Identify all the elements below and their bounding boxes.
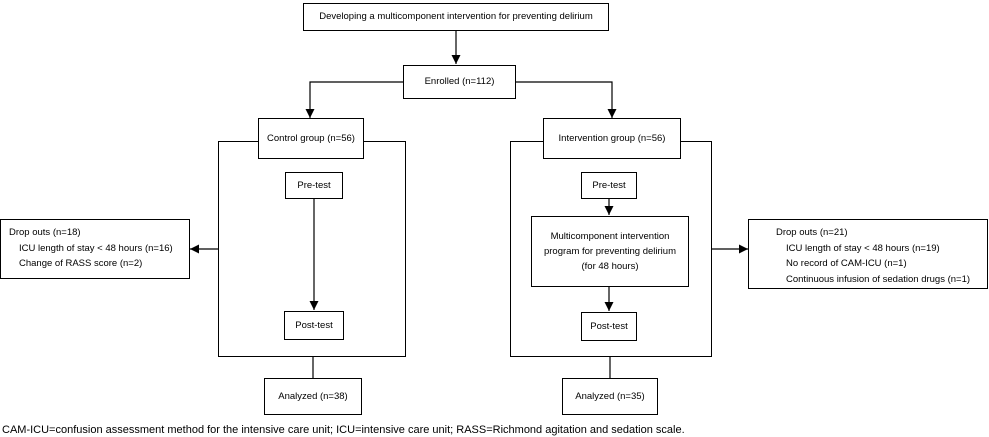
control-analyzed-text: Analyzed (n=38) xyxy=(278,390,348,402)
control-posttest-box: Post-test xyxy=(284,311,344,340)
control-dropout-item: Change of RASS score (n=2) xyxy=(19,258,143,269)
intervention-dropouts-title: Drop outs (n=21) xyxy=(776,227,848,238)
abbreviation-footnote: CAM-ICU=confusion assessment method for … xyxy=(2,424,685,436)
program-line-3: (for 48 hours) xyxy=(581,261,639,272)
control-dropout-item: ICU length of stay < 48 hours (n=16) xyxy=(19,242,173,254)
control-pretest-box: Pre-test xyxy=(285,172,343,199)
program-line-2: program for preventing delirium xyxy=(543,246,676,257)
control-analyzed-box: Analyzed (n=38) xyxy=(264,378,362,415)
intervention-group-box: Intervention group (n=56) xyxy=(543,118,681,159)
intervention-analyzed-text: Analyzed (n=35) xyxy=(575,390,645,402)
control-group-box: Control group (n=56) xyxy=(258,118,364,159)
study-title-box: Developing a multicomponent intervention… xyxy=(303,3,609,31)
control-dropouts-box: Drop outs (n=18) ICU length of stay < 48… xyxy=(0,219,190,279)
intervention-dropout-item: Continuous infusion of sedation drugs (n… xyxy=(786,273,971,285)
arrow-enrolled-to-intervention xyxy=(516,81,617,118)
intervention-group-text: Intervention group (n=56) xyxy=(558,132,666,144)
arrow-enrolled-to-control xyxy=(305,81,403,118)
intervention-posttest-text: Post-test xyxy=(590,320,628,332)
intervention-posttest-box: Post-test xyxy=(581,312,637,341)
program-line-1: Multicomponent intervention xyxy=(550,231,670,242)
study-title-text: Developing a multicomponent intervention… xyxy=(319,11,593,22)
intervention-dropout-item: No record of CAM-ICU (n=1) xyxy=(786,258,907,269)
control-pretest-text: Pre-test xyxy=(297,179,331,191)
intervention-analyzed-box: Analyzed (n=35) xyxy=(562,378,658,415)
control-dropouts-title: Drop outs (n=18) xyxy=(9,227,81,238)
enrolled-text: Enrolled (n=112) xyxy=(424,76,495,87)
intervention-pretest-box: Pre-test xyxy=(581,172,637,199)
control-posttest-text: Post-test xyxy=(295,319,333,331)
intervention-dropout-item: ICU length of stay < 48 hours (n=19) xyxy=(786,242,940,254)
intervention-pretest-text: Pre-test xyxy=(592,179,626,191)
control-group-text: Control group (n=56) xyxy=(267,132,355,144)
intervention-program-box: Multicomponent intervention program for … xyxy=(531,216,689,287)
enrolled-box: Enrolled (n=112) xyxy=(403,65,516,99)
intervention-dropouts-box: Drop outs (n=21) ICU length of stay < 48… xyxy=(748,219,988,289)
